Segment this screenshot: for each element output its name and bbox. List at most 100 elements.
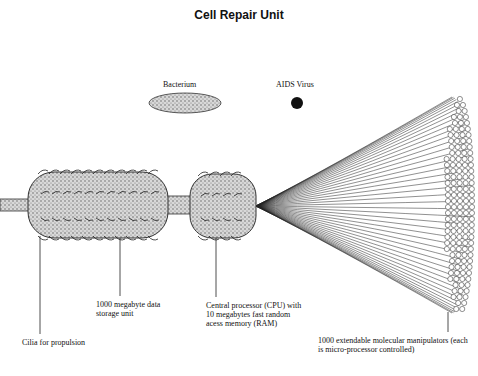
manipulator-tip — [451, 114, 456, 119]
manipulator-tip — [469, 192, 474, 197]
manipulator-arm — [256, 156, 470, 206]
manipulator-tip — [445, 204, 450, 209]
cilium — [129, 218, 137, 221]
manipulator-tip — [451, 240, 456, 245]
manipulator-tip — [445, 180, 450, 185]
manipulator-tip — [450, 156, 455, 161]
cilium — [71, 170, 81, 174]
cilium — [151, 191, 159, 194]
manipulator-tip — [451, 204, 456, 209]
bacterium-shape — [149, 93, 221, 113]
cilium — [60, 170, 70, 174]
cilium — [212, 193, 220, 196]
manipulator-tip — [460, 270, 465, 275]
manipulator-arm — [256, 206, 465, 285]
cilium — [85, 218, 93, 221]
manipulator-arm — [256, 206, 470, 254]
manipulator-tip — [457, 234, 462, 239]
manipulator-arm — [256, 206, 452, 313]
manipulator-tip — [457, 186, 462, 191]
manipulator-tip — [455, 258, 460, 263]
manipulator-tip — [448, 276, 453, 281]
manipulator-tip — [462, 150, 467, 155]
manipulator-tip — [465, 282, 470, 287]
manipulator-tip — [448, 270, 453, 275]
cilium — [63, 218, 71, 221]
manipulator-tip — [463, 210, 468, 215]
cilium — [118, 191, 126, 194]
manipulator-tip — [463, 222, 468, 227]
manipulator-tip — [445, 222, 450, 227]
manipulator-arm — [256, 104, 459, 206]
manipulator-tip — [445, 192, 450, 197]
manipulator-tip — [460, 102, 465, 107]
manipulator-tip — [463, 198, 468, 203]
manipulator-tip — [461, 258, 466, 263]
cilium — [198, 236, 208, 240]
manipulator-tip — [461, 138, 466, 143]
cilium — [151, 218, 159, 221]
manipulator-tip — [457, 168, 462, 173]
cilium — [93, 236, 103, 240]
manipulator-tip — [449, 264, 454, 269]
manipulator-tip — [444, 156, 449, 161]
manipulator-tip — [445, 198, 450, 203]
manipulator-tip — [457, 180, 462, 185]
manipulator-tip — [454, 306, 459, 311]
cilium — [223, 193, 231, 196]
manipulator-tip — [457, 192, 462, 197]
manipulator-arm — [256, 142, 468, 206]
manipulator-tip — [460, 306, 465, 311]
manipulator-tip — [456, 252, 461, 257]
manipulator-tip — [463, 228, 468, 233]
manipulator-tip — [461, 144, 466, 149]
manipulator-tip — [450, 252, 455, 257]
manipulator-tip — [461, 264, 466, 269]
manipulator-tip — [462, 252, 467, 257]
manipulator-tip — [449, 258, 454, 263]
cilium — [118, 218, 126, 221]
manipulator-arm — [256, 107, 460, 206]
manipulator-tip — [463, 216, 468, 221]
manipulator-tip — [463, 174, 468, 179]
manipulator-tip — [449, 138, 454, 143]
manipulator-tip — [466, 132, 471, 137]
manipulator-tip — [456, 150, 461, 155]
manipulator-tip — [463, 180, 468, 185]
callout-label: 1000 extendable molecular manipulators (… — [318, 336, 468, 354]
manipulator-tip — [456, 300, 461, 305]
cilium — [198, 172, 208, 176]
cilium — [231, 236, 241, 240]
manipulator-arm — [256, 102, 458, 206]
manipulator-tip — [469, 222, 474, 227]
manipulator-tip — [465, 126, 470, 131]
cilia — [38, 170, 242, 240]
cilium — [49, 236, 59, 240]
cilium — [38, 170, 48, 174]
manipulator-arm — [256, 206, 466, 280]
manipulator-tip — [457, 114, 462, 119]
manipulator-tip — [455, 144, 460, 149]
cilium — [74, 191, 82, 194]
manipulator-tip — [445, 168, 450, 173]
manipulator-tip — [451, 222, 456, 227]
cilium — [148, 170, 158, 174]
manipulator-tip — [459, 126, 464, 131]
cilium — [82, 170, 92, 174]
cilium — [71, 236, 81, 240]
manipulator-tip — [456, 108, 461, 113]
cilium — [93, 170, 103, 174]
manipulator-tip — [466, 270, 471, 275]
manipulator-tip — [455, 264, 460, 269]
cilium — [82, 236, 92, 240]
manipulator-arm — [256, 149, 469, 206]
manipulator-tip — [457, 222, 462, 227]
manipulator-tip — [457, 174, 462, 179]
manipulator-tip — [444, 162, 449, 167]
cilium — [41, 218, 49, 221]
cilium — [220, 236, 230, 240]
manipulator-tip — [451, 228, 456, 233]
callout-label: 1000 megabyte data storage unit — [96, 300, 176, 318]
cilium — [129, 191, 137, 194]
manipulator-tip — [459, 282, 464, 287]
